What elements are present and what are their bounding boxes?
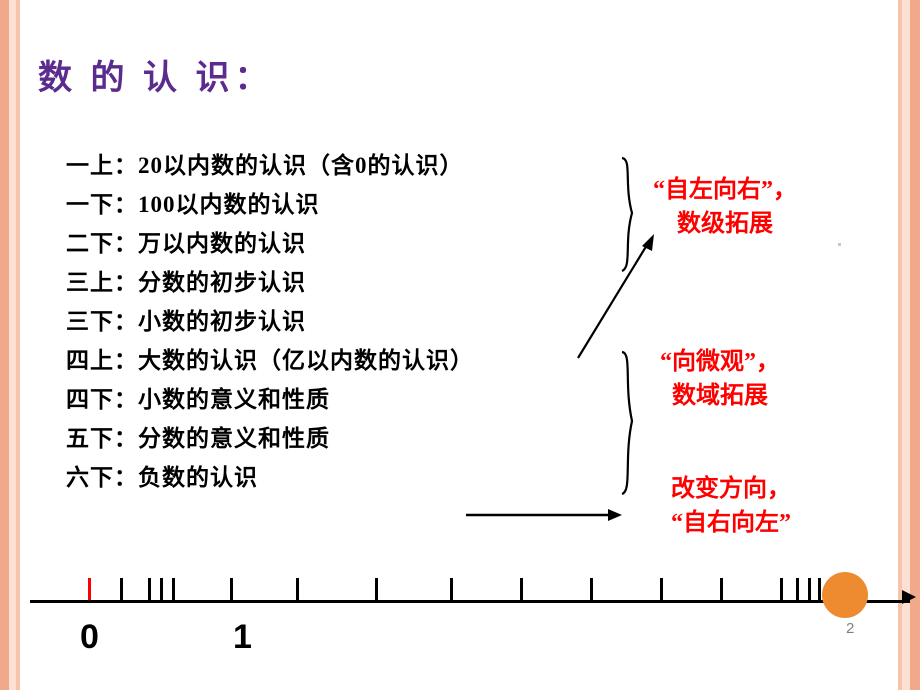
- left-stripe-gap: [20, 0, 27, 690]
- slide-title: 数 的 认 识：: [38, 60, 274, 97]
- page-bullet-icon: [822, 572, 868, 618]
- number-line-tick: [172, 578, 175, 600]
- number-line-tick: [375, 578, 378, 600]
- annotation-3: 改变方向， “自右向左”: [636, 472, 826, 540]
- number-line-label-zero: 0: [80, 618, 99, 656]
- left-stripe-outer: [0, 0, 9, 690]
- list-item: 三下：小数的初步认识: [66, 309, 306, 334]
- number-line-tick: [160, 578, 163, 600]
- number-line: [0, 578, 920, 603]
- brace-top-icon: [618, 156, 644, 274]
- annotation-2-line2: 数域拓展: [672, 383, 768, 409]
- list-item: 二下：万以内数的认识: [66, 231, 306, 256]
- annotation-1-line2: 数级拓展: [677, 211, 773, 237]
- list-item: 四下：小数的意义和性质: [66, 387, 330, 412]
- number-line-tick: [520, 578, 523, 600]
- annotation-3-line1: 改变方向，: [671, 476, 791, 502]
- number-line-tick: [590, 578, 593, 600]
- right-stripe-mid: [902, 0, 910, 690]
- annotation-2: “向微观”， 数域拓展: [620, 345, 820, 413]
- annotation-2-line1: “向微观”，: [660, 349, 780, 375]
- number-line-tick: [660, 578, 663, 600]
- number-line-axis: [30, 600, 910, 603]
- right-stripe-gap: [890, 0, 898, 690]
- list-item: 五下：分数的意义和性质: [66, 426, 330, 451]
- right-stripe-outer: [910, 0, 920, 690]
- list-item: 三上：分数的初步认识: [66, 270, 306, 295]
- number-line-tick: [780, 578, 783, 600]
- page-number: 2: [846, 620, 855, 637]
- list-item: 一下：100以内数的认识: [66, 192, 320, 217]
- left-stripe-mid: [9, 0, 16, 690]
- pointer-arrow-up-icon: [574, 232, 666, 367]
- annotation-3-line2: “自右向左”: [671, 510, 791, 536]
- list-item: 四上：大数的认识（亿以内数的认识）: [66, 348, 474, 373]
- annotation-1: “自左向右”， 数级拓展: [620, 173, 830, 241]
- pointer-arrow-right-icon: [466, 505, 626, 530]
- number-line-tick: [230, 578, 233, 600]
- number-line-tick: [296, 578, 299, 600]
- number-line-tick: [796, 578, 799, 600]
- number-line-tick: [450, 578, 453, 600]
- annotation-1-line1: “自左向右”，: [653, 177, 797, 203]
- number-line-label-one: 1: [233, 618, 252, 656]
- brace-middle-icon: [618, 350, 644, 496]
- number-line-tick: [808, 578, 811, 600]
- left-stripe-inner: [16, 0, 20, 690]
- list-item: 一上：20以内数的认识（含0的认识）: [66, 153, 464, 178]
- list-item: 六下：负数的认识: [66, 465, 258, 490]
- number-line-arrowhead-icon: [902, 590, 916, 604]
- right-stripe-inner: [898, 0, 902, 690]
- curriculum-list: 一上：20以内数的认识（含0的认识） 一下：100以内数的认识 二下：万以内数的…: [66, 146, 646, 497]
- number-line-tick-zero: [88, 578, 91, 600]
- number-line-tick: [120, 578, 123, 600]
- number-line-tick: [148, 578, 151, 600]
- decorative-dot: [838, 243, 841, 246]
- number-line-tick: [720, 578, 723, 600]
- number-line-tick: [818, 578, 821, 600]
